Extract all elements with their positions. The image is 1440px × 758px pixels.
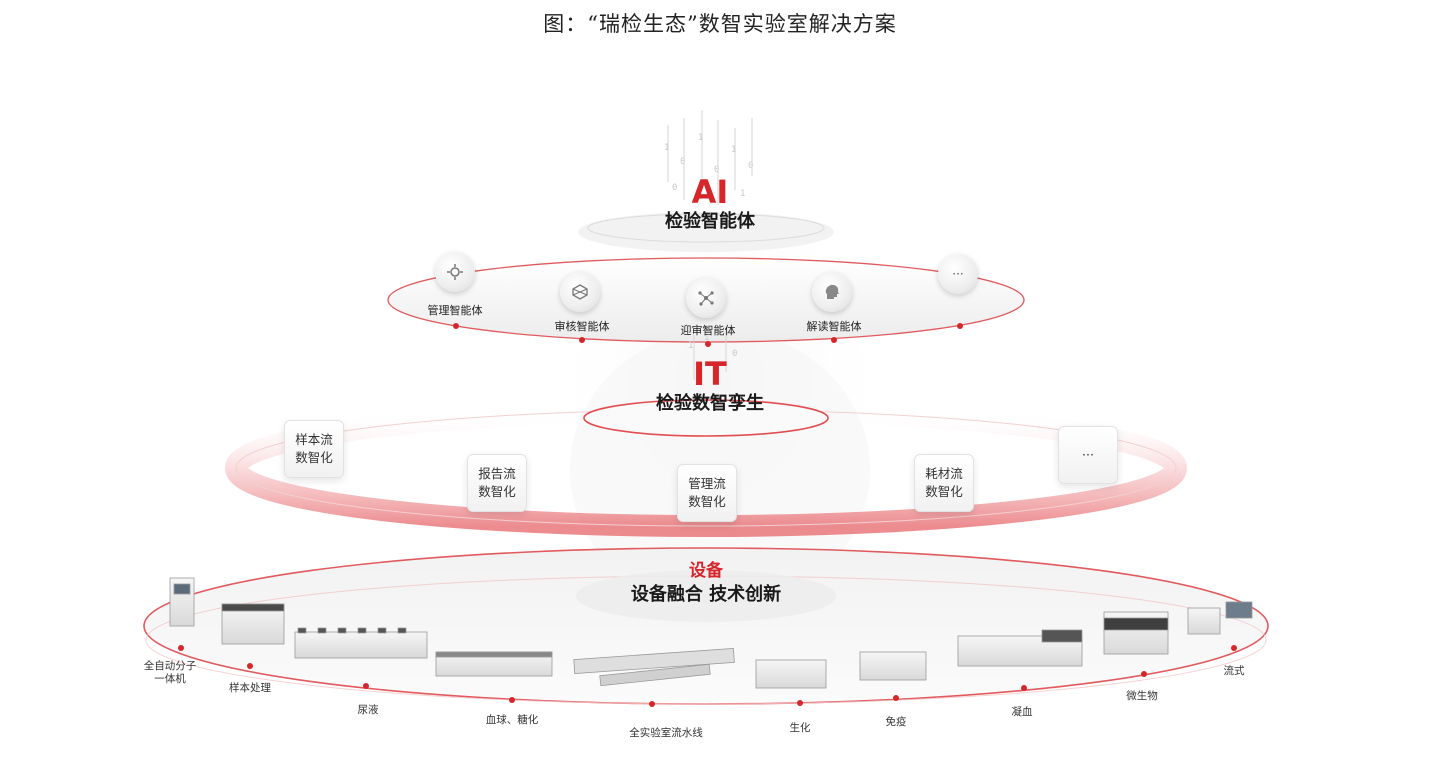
svg-text:1: 1 xyxy=(740,189,745,199)
it-card-more: ··· xyxy=(1058,426,1118,484)
device-label-flow-cytometry: 流式 xyxy=(1223,665,1245,677)
svg-text:0: 0 xyxy=(714,165,719,175)
svg-text:1: 1 xyxy=(731,145,736,155)
device-label-biochemistry: 生化 xyxy=(789,722,811,734)
card-line1: 报告流 xyxy=(478,466,516,481)
agent-label-review: 审核智能体 xyxy=(554,320,610,333)
svg-text:0: 0 xyxy=(680,157,685,167)
device-label-urine: 尿液 xyxy=(357,704,379,716)
device-title: 设备 xyxy=(689,561,723,581)
card-line2: 数智化 xyxy=(925,484,963,499)
agent-label-inspection: 迎审智能体 xyxy=(680,324,736,337)
device-label-molecular: 全自动分子 一体机 xyxy=(144,660,197,686)
molecule-icon xyxy=(560,272,600,312)
gear-network-icon xyxy=(435,252,475,292)
card-line2: 数智化 xyxy=(295,450,333,465)
device-label-coagulation: 凝血 xyxy=(1011,706,1033,718)
figure-caption: 图：“瑞检生态”数智实验室解决方案 xyxy=(543,12,897,36)
svg-text:1: 1 xyxy=(688,341,693,351)
nodes-icon xyxy=(686,278,726,318)
agent-label-interpretation: 解读智能体 xyxy=(806,320,862,333)
card-line1: 管理流 xyxy=(688,476,726,491)
device-label-sample-processing: 样本处理 xyxy=(229,682,271,694)
agent-label-management: 管理智能体 xyxy=(427,304,483,317)
device-label-lab-automation: 全实验室流水线 xyxy=(629,727,703,739)
svg-text:0: 0 xyxy=(748,161,753,171)
svg-text:1: 1 xyxy=(664,143,669,153)
ai-subtitle: 检验智能体 xyxy=(665,211,755,232)
card-line1: 样本流 xyxy=(295,432,333,447)
card-line2: 数智化 xyxy=(688,494,726,509)
svg-text:0: 0 xyxy=(732,349,737,359)
it-subtitle: 检验数智孪生 xyxy=(656,393,764,414)
card-line2: 数智化 xyxy=(478,484,516,499)
svg-text:1: 1 xyxy=(698,133,703,143)
ai-tier-heading: AI 检验智能体 xyxy=(665,174,755,234)
it-card-consumables-flow: 耗材流 数智化 xyxy=(914,454,974,512)
card-line1: ··· xyxy=(1082,447,1094,462)
it-card-report-flow: 报告流 数智化 xyxy=(467,454,527,512)
device-label-microbiology: 微生物 xyxy=(1126,690,1158,702)
ellipsis-icon: ··· xyxy=(938,254,978,294)
it-tier-heading: IT 检验数智孪生 xyxy=(656,356,764,416)
device-label-hematology: 血球、糖化 xyxy=(485,714,539,726)
it-card-management-flow: 管理流 数智化 xyxy=(677,464,737,522)
device-tier-heading: 设备 设备融合 技术创新 xyxy=(631,560,781,608)
device-subtitle: 设备融合 技术创新 xyxy=(630,584,782,605)
it-title: IT xyxy=(693,355,727,393)
it-card-sample-flow: 样本流 数智化 xyxy=(284,420,344,478)
head-icon xyxy=(812,272,852,312)
svg-text:1: 1 xyxy=(704,333,709,343)
ellipsis-text: ··· xyxy=(952,267,964,281)
device-label-immunology: 免疫 xyxy=(885,716,907,728)
card-line1: 耗材流 xyxy=(925,466,963,481)
label-line: 全自动分子 xyxy=(143,660,197,672)
ai-title: AI xyxy=(691,173,729,211)
svg-text:0: 0 xyxy=(672,183,677,193)
label-line: 一体机 xyxy=(154,673,186,685)
